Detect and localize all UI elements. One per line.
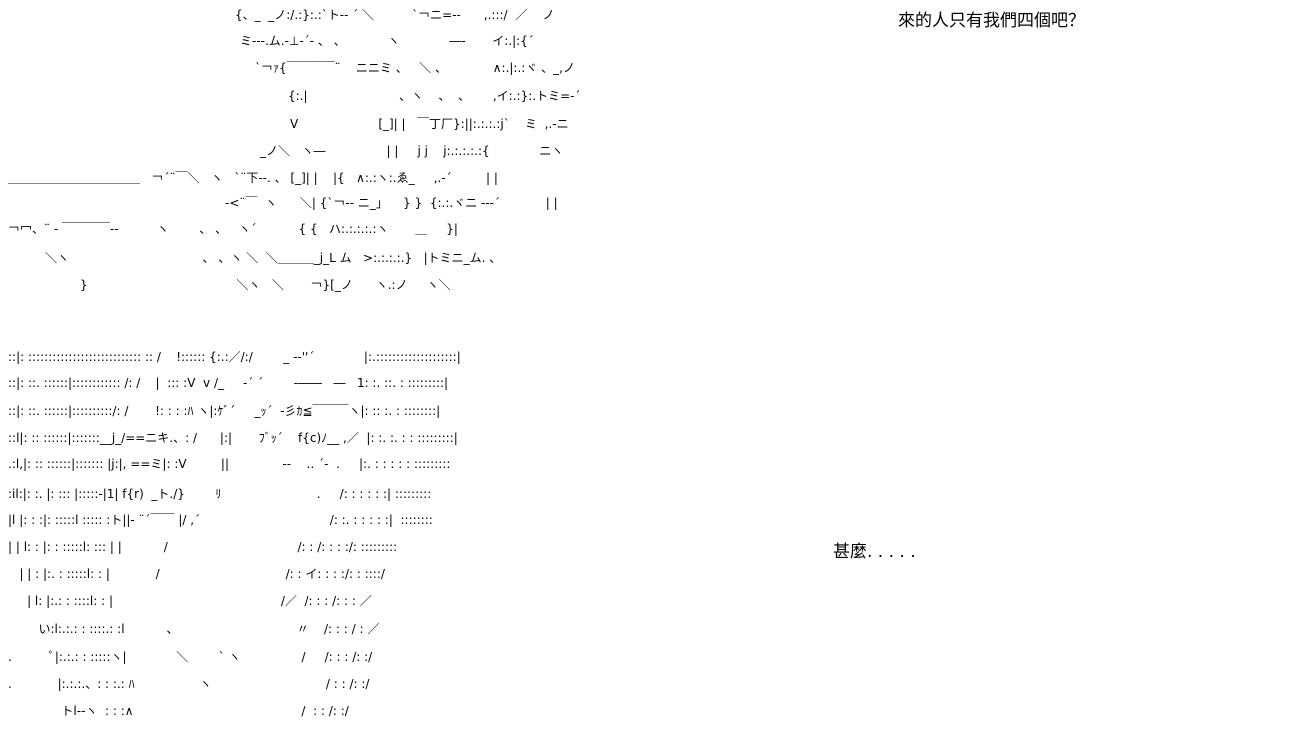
- ascii-art-line: ‐<¨￣ ヽ ＼| {`￢‐- ニ_」 } } {:.:.ヾニ ‐-‐´ | |: [225, 196, 558, 210]
- dialogue-line-1: 來的人只有我們四個吧？: [898, 11, 1085, 31]
- ascii-art-line: _ノ＼ ヽ― | | j j j:.:.:.:.:{ ニヽ: [260, 144, 564, 158]
- ascii-art-line: | | l: : |: : :::::l: ::: | | / /: : /: …: [8, 540, 398, 554]
- ascii-art-line: トl‐‐ヽ : : :∧ / : : /: :/: [8, 704, 349, 718]
- ascii-art-line: ::|: ::. ::::::|::::::::::/: / !: : : :ﾊ…: [8, 404, 441, 418]
- ascii-art-line: {:.| 、ヽ 、 、 ,イ:.:}:.トミ=‐´: [288, 89, 581, 103]
- ascii-art-line: :il:|: :. |: ::: |:::::‐|1| f{r) _ト./} ﾘ…: [8, 487, 432, 501]
- ascii-art-line: ::|: ::. ::::::|:::::::::::: /: / | ::: …: [8, 376, 449, 390]
- ascii-art-line: {、_ _ノ:/.:}:.:`ト‐‐ ´ ＼ `￢ニ=‐- ,.:::/ ／ ノ: [235, 8, 555, 22]
- ascii-art-line: ＿＿＿＿＿＿＿＿＿＿＿ ￢´¨￣＼ ヽ `¨下‐-. 、 [_]| | |{ ∧…: [8, 171, 498, 185]
- ascii-art-line: } ＼ヽ ＼ ￢}[_ノ ヽ.:ノ ヽ＼: [80, 278, 451, 292]
- dialogue-line-2: 甚麼. . . . .: [833, 542, 916, 562]
- ascii-art-line: `￢ｧ{￣￣￣￣¨ ニニミ 、 ＼ 、 ∧:.|:.:ヾ 、_,ノ: [255, 61, 575, 75]
- ascii-art-line: . ﾟ|:.:.: : :::::ヽ| ＼ ` ヽ / /: : : /: :/: [8, 650, 373, 664]
- ascii-art-line: | | : |:. : :::::l: : | / /: : イ: : : :/…: [8, 567, 385, 581]
- ascii-art-line: ＼ヽ 、 、ヽ ＼ ＼＿＿＿_j_L ム >:.:.:.:.} |トミニ_ム. …: [45, 251, 502, 265]
- ascii-art-line: ::|: :::::::::::::::::::::::::::: :: / !…: [8, 350, 461, 364]
- ascii-art-line: . |:.:.:.、: : :.: ﾊ ヽ / : : /: :/: [8, 677, 370, 691]
- ascii-art-line: ￢冖、¨ ‐ ￣￣￣￣‐- ヽ 、 、 ヽ´ { { ハ:.:.:.:.:ヽ ＿…: [8, 222, 458, 236]
- ascii-art-line: | l: |:.: : ::::l: : | /／ /: : : /: : : …: [8, 594, 372, 608]
- ascii-art-line: ミ‐‐-.ム.‐⊥‐´‐ 、 、 ヽ ―‐ イ:.|:{´: [240, 34, 534, 48]
- ascii-art-line: V [_]| | ￣丁厂}:||:.:.:.:j` ミ ,.-ニ: [290, 117, 569, 131]
- ascii-art-line: ::l|: :: ::::::|:::::::__j_/==ニキ.、: / |:…: [8, 431, 458, 445]
- ascii-art-line: .:l,|: :: ::::::|::::::: |j:|, ==ミ|: :V …: [8, 457, 451, 471]
- ascii-art-line: |l |: : :|: :::::l ::::: :ト||‐ ¨´￣￣ |/ ,…: [8, 513, 433, 527]
- ascii-art-line: い:l:.:.: : ::::.: :l 、 〃 /: : : / : ／: [8, 622, 380, 636]
